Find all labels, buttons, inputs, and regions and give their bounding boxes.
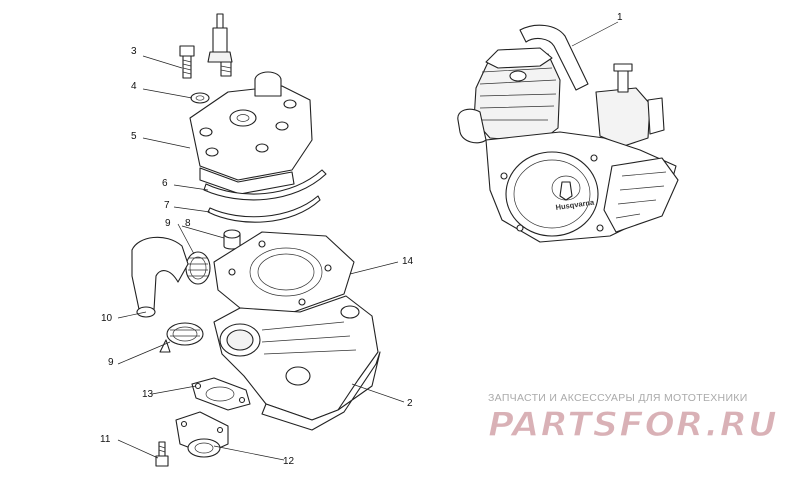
callout-3: 3	[131, 46, 137, 57]
callout-9-lower: 9	[108, 357, 114, 368]
callout-1: 1	[617, 12, 623, 23]
part-4-washer	[190, 92, 210, 104]
callout-9-upper: 9	[165, 218, 171, 229]
part-1-engine-assembly: Husqvarna	[457, 24, 679, 243]
callout-11: 11	[100, 434, 111, 445]
part-3-bolt	[179, 45, 195, 79]
watermark-caption: ЗАПЧАСТИ И АКСЕССУАРЫ ДЛЯ МОТОТЕХНИКИ	[488, 392, 748, 404]
part-2-cylinder	[213, 295, 381, 431]
part-14-base-gasket	[213, 231, 355, 315]
callout-5: 5	[131, 131, 137, 142]
callout-2: 2	[407, 398, 413, 409]
part-6-gasket	[203, 169, 327, 201]
part-5-cylinder-head	[189, 71, 313, 195]
leader-lines	[117, 21, 619, 461]
callout-14: 14	[402, 256, 414, 267]
svg-text:PARTSFOR.RU: PARTSFOR.RU	[488, 405, 778, 444]
callout-8: 8	[185, 218, 191, 229]
spark-plug	[207, 13, 233, 77]
part-9-hose-clamp-upper	[185, 251, 211, 285]
callout-12: 12	[283, 456, 295, 467]
callout-10: 10	[101, 313, 113, 324]
callout-6: 6	[162, 178, 168, 189]
part-11-bolt	[155, 441, 169, 467]
watermark-logo: PARTSFOR.RU	[488, 404, 778, 444]
part-9-hose-clamp-lower	[159, 322, 204, 353]
part-8-dowel	[223, 229, 241, 250]
callout-13: 13	[142, 389, 154, 400]
callout-4: 4	[131, 81, 137, 92]
callout-7: 7	[164, 200, 170, 211]
part-13-intake-gasket	[191, 377, 251, 411]
part-12-intake-manifold	[175, 411, 229, 458]
part-10-hose-elbow	[131, 236, 189, 318]
part-7-gasket	[207, 195, 321, 223]
